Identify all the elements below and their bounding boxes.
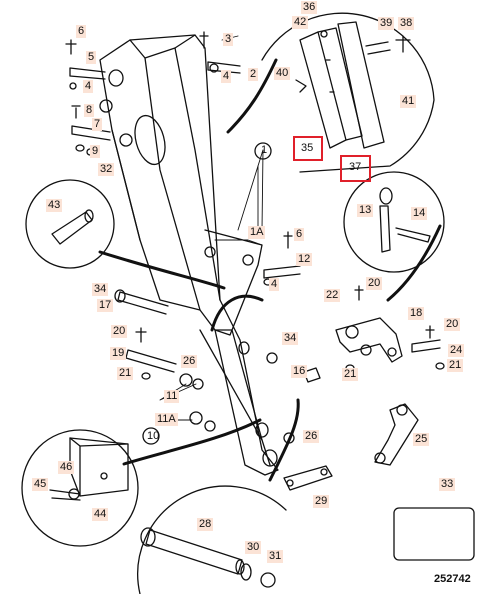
callout-19: 19 — [110, 347, 127, 360]
callout-34-left: 34 — [92, 283, 109, 296]
upper-left-pins — [65, 31, 241, 156]
callout-20-mid: 20 — [366, 277, 383, 290]
callout-42: 42 — [292, 16, 309, 29]
callout-13: 13 — [357, 204, 374, 217]
link-25 — [374, 403, 419, 466]
callout-44: 44 — [92, 508, 109, 521]
callout-1: 1 — [261, 144, 268, 156]
callout-6-mid: 6 — [294, 228, 305, 241]
callout-26-right: 26 — [303, 430, 320, 443]
highlight-box-35 — [293, 136, 323, 161]
callout-43: 43 — [46, 199, 63, 212]
callout-22: 22 — [324, 289, 341, 302]
callout-38: 38 — [398, 17, 415, 30]
callout-40: 40 — [274, 67, 291, 80]
callout-31: 31 — [267, 550, 284, 563]
callout-circle-10 — [142, 427, 160, 445]
callout-9: 9 — [90, 145, 101, 158]
callout-circle-1 — [254, 142, 272, 160]
bracket-18 — [335, 285, 445, 372]
callout-28: 28 — [197, 518, 214, 531]
callout-4-left: 4 — [83, 80, 94, 93]
callout-32: 32 — [98, 163, 115, 176]
mid-right-pins — [263, 231, 301, 286]
callout-45: 45 — [32, 478, 49, 491]
callout-12: 12 — [296, 253, 313, 266]
callout-20-left: 20 — [111, 325, 128, 338]
callout-21-left: 21 — [117, 367, 134, 380]
dipper-arm — [99, 34, 279, 476]
detail-circle-bottom — [137, 485, 287, 594]
callout-18: 18 — [408, 307, 425, 320]
callout-2: 2 — [248, 68, 259, 81]
callout-33: 33 — [439, 478, 456, 491]
callout-6-top: 6 — [76, 25, 87, 38]
callout-3: 3 — [223, 33, 234, 46]
callout-46: 46 — [58, 461, 75, 474]
callout-8: 8 — [84, 104, 95, 117]
callout-41: 41 — [400, 95, 417, 108]
callout-36: 36 — [301, 1, 318, 14]
callout-4-mid: 4 — [269, 278, 280, 291]
callout-14: 14 — [411, 207, 428, 220]
link-29 — [283, 465, 333, 491]
callout-11: 11 — [164, 390, 180, 403]
highlight-box-37 — [340, 155, 371, 182]
callout-4-top: 4 — [221, 70, 232, 83]
callout-39: 39 — [378, 17, 395, 30]
callout-26-left: 26 — [181, 355, 198, 368]
callout-20-right: 20 — [444, 318, 461, 331]
callout-11A: 11A — [155, 413, 178, 426]
callout-34-mid: 34 — [282, 332, 299, 345]
detail-circle-left — [25, 179, 115, 269]
callout-17: 17 — [97, 299, 114, 312]
callout-7: 7 — [92, 118, 103, 131]
detail-circle-right — [343, 171, 445, 273]
callout-35: 35 — [301, 142, 314, 154]
callout-1A: 1A — [248, 226, 266, 239]
callout-37: 37 — [349, 161, 362, 173]
callout-16: 16 — [291, 365, 308, 378]
heavy-curves — [98, 58, 442, 482]
reference-number: 252742 — [434, 573, 471, 585]
detail-circle-top — [261, 12, 435, 173]
lower-left-pins — [114, 289, 216, 432]
box-33 — [393, 507, 475, 561]
detail-circle-bottom-left — [21, 429, 139, 547]
callout-29: 29 — [313, 495, 330, 508]
callout-5: 5 — [86, 51, 97, 64]
callout-10: 10 — [147, 430, 160, 442]
callout-21-right: 21 — [447, 359, 464, 372]
callout-25: 25 — [413, 433, 430, 446]
callout-30: 30 — [245, 541, 262, 554]
callout-24: 24 — [448, 344, 465, 357]
callout-21-mid: 21 — [342, 368, 359, 381]
